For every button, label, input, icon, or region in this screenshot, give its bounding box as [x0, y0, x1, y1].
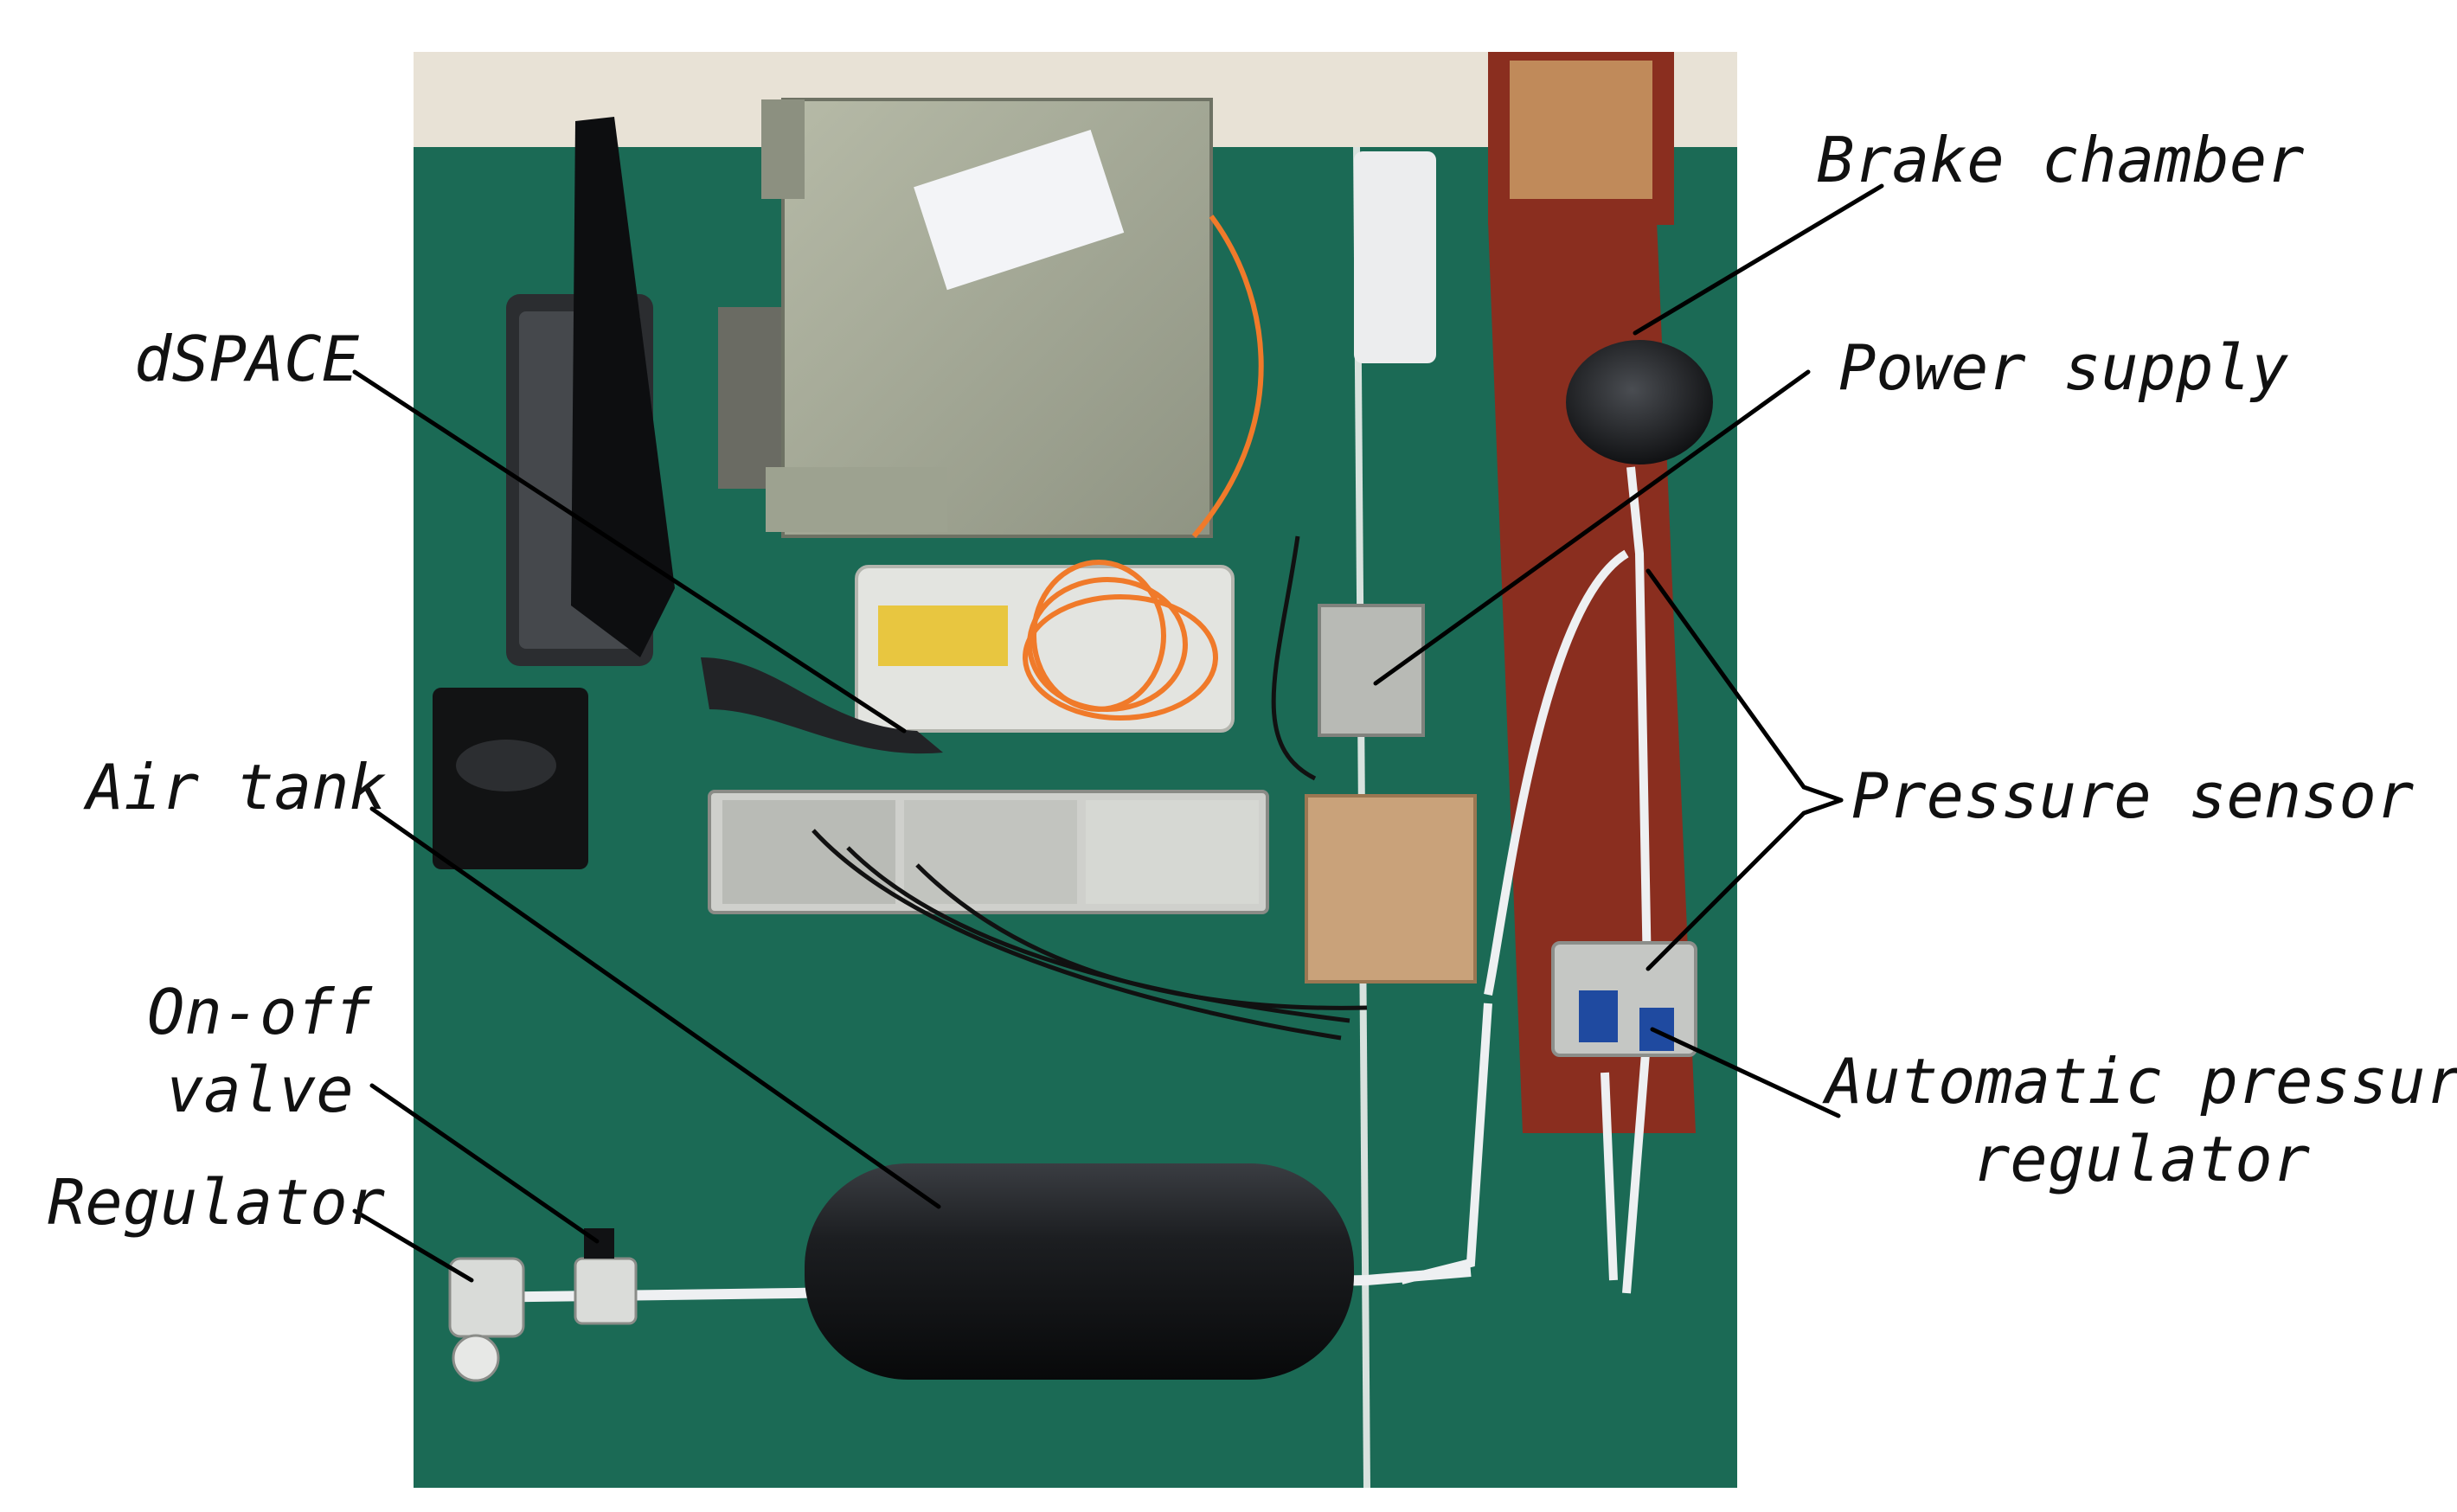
cable-bundle	[812, 535, 1368, 1041]
fiber-coil	[1023, 215, 1264, 721]
mouse	[456, 740, 556, 791]
label-on-off-valve-line1: On-off	[147, 976, 373, 1048]
dspace-label-sticker	[914, 129, 1125, 291]
solenoid-valve-1	[1579, 990, 1618, 1042]
label-regulator: Regulator	[48, 1166, 385, 1239]
power-strip	[1354, 151, 1436, 363]
leader-pressure-sensor-upper	[1645, 568, 1844, 803]
leader-on-off-valve	[369, 1083, 600, 1244]
dsub-connectors	[904, 800, 1077, 904]
power-supply-module	[1318, 604, 1425, 737]
leader-regulator	[352, 1208, 474, 1283]
label-pressure-sensor: Pressure sensor	[1851, 759, 2414, 832]
leader-pressure-sensor-lower	[1645, 798, 1844, 971]
leader-automatic-pressure-regulator	[1650, 1027, 1841, 1118]
monitor	[571, 117, 675, 657]
leader-air-tank	[369, 806, 941, 1209]
on-off-valve	[574, 1228, 638, 1325]
terminal-block	[1086, 800, 1259, 904]
leader-power-supply	[1373, 369, 1811, 686]
label-automatic-pressure-regulator-line2: regulator	[1973, 1123, 2310, 1195]
brake-chamber	[1566, 340, 1713, 464]
label-on-off-valve-line2: valve	[166, 1054, 354, 1126]
bnc-connectors	[722, 800, 895, 904]
label-air-tank: Air tank	[83, 751, 387, 823]
label-automatic-pressure-regulator-line1: Automatic pressure	[1822, 1045, 2457, 1118]
cardboard-box	[1305, 794, 1477, 983]
label-dspace: dSPACE	[134, 323, 360, 395]
label-power-supply: Power supply	[1838, 331, 2289, 404]
leader-dspace	[352, 369, 907, 734]
dspace-front-bay	[766, 467, 947, 532]
top-box	[1510, 61, 1652, 199]
dspace-handle	[761, 99, 805, 199]
label-brake-chamber: Brake chamber	[1817, 124, 2305, 196]
air-tank	[805, 1163, 1354, 1380]
warning-labels	[878, 605, 1008, 666]
leader-lines	[352, 183, 1884, 1283]
leader-brake-chamber	[1633, 183, 1884, 336]
ribbon-cable	[701, 657, 943, 754]
